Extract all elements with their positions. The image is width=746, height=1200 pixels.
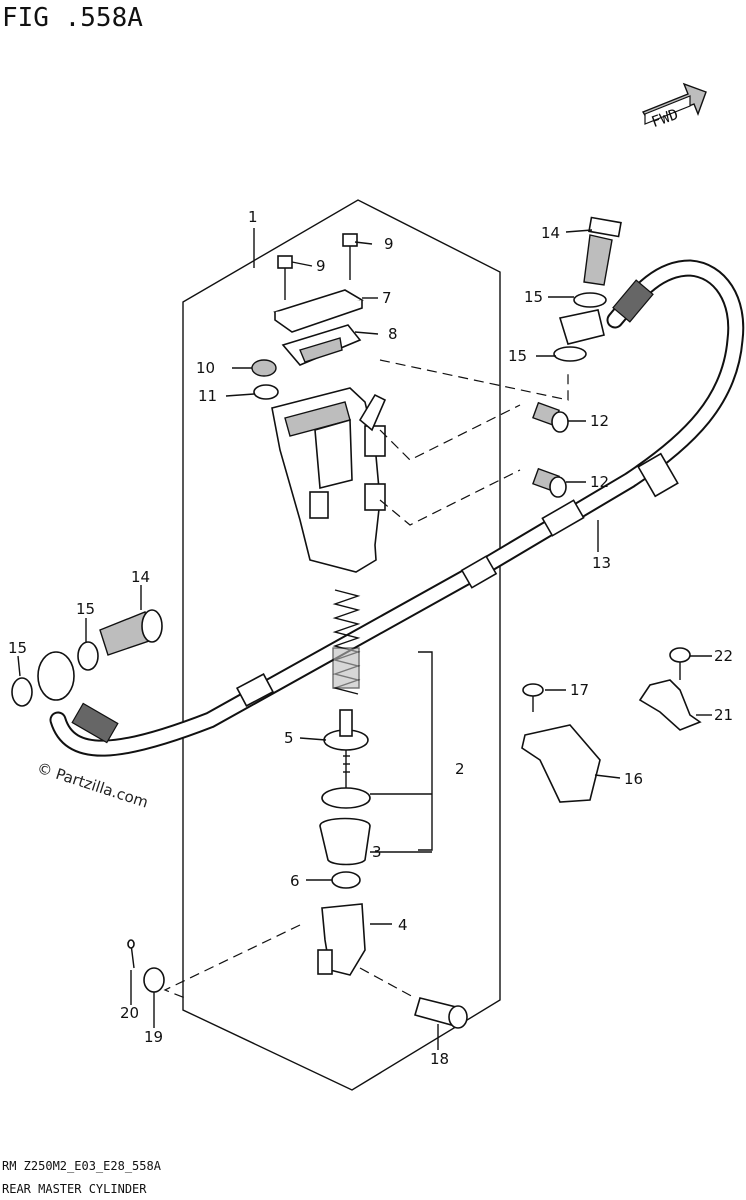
callout-17: 17 — [570, 681, 589, 699]
washer-15a — [573, 292, 607, 308]
banjo-fitting-lower — [37, 651, 75, 701]
clamp-16 — [521, 724, 601, 803]
nut-6 — [331, 871, 361, 889]
connector-lines — [163, 359, 569, 999]
callout-13: 13 — [592, 554, 611, 572]
callout-14b: 14 — [131, 568, 150, 586]
figure-id: FIG .558A — [2, 3, 143, 33]
callout-18: 18 — [430, 1050, 449, 1068]
callout-9b: 9 — [384, 235, 394, 253]
bracket-2 — [418, 651, 433, 851]
callout-4: 4 — [398, 916, 408, 934]
pin-18 — [414, 997, 468, 1029]
piston-spring — [332, 589, 361, 695]
callout-22: 22 — [714, 647, 733, 665]
callout-14a: 14 — [541, 224, 560, 242]
washer-15c — [77, 641, 99, 671]
callout-15c: 15 — [76, 600, 95, 618]
clamp-21 — [638, 679, 702, 731]
callout-8: 8 — [388, 325, 398, 343]
callout-11: 11 — [198, 387, 217, 405]
screw-22 — [669, 647, 691, 680]
footer-code: RM Z250M2_E03_E28_558A — [2, 1159, 162, 1173]
banjo-fitting-upper — [558, 309, 605, 345]
callout-21: 21 — [714, 706, 733, 724]
oring-11 — [253, 384, 279, 400]
washer-15d — [11, 677, 33, 707]
callout-1: 1 — [248, 208, 258, 226]
callout-12a: 12 — [590, 412, 609, 430]
reservoir-cap — [273, 289, 364, 333]
banjo-bolt-14-upper — [583, 216, 622, 286]
callout-9a: 9 — [316, 257, 326, 275]
callout-15a: 15 — [524, 288, 543, 306]
footer-title: REAR MASTER CYLINDER — [2, 1182, 147, 1196]
callout-15d: 15 — [8, 639, 27, 657]
boot-3 — [319, 817, 371, 866]
callout-19: 19 — [144, 1028, 163, 1046]
washer-15b — [553, 346, 587, 362]
callout-15b: 15 — [508, 347, 527, 365]
diaphragm — [281, 324, 362, 366]
circlip — [321, 787, 371, 809]
watermark-text: © Partzilla.com — [35, 759, 151, 812]
washer-19 — [143, 967, 165, 993]
bolt-12a — [532, 401, 569, 433]
cap-10 — [251, 359, 277, 377]
callout-6: 6 — [290, 872, 300, 890]
callout-3: 3 — [372, 843, 382, 861]
callout-5: 5 — [284, 729, 294, 747]
callout-16: 16 — [624, 770, 643, 788]
callout-20: 20 — [120, 1004, 139, 1022]
master-cylinder-body — [271, 387, 387, 573]
fwd-arrow-icon: FWD — [641, 82, 707, 131]
screw-9a — [277, 255, 293, 300]
screw-17 — [522, 683, 544, 712]
leader-lines — [17, 228, 712, 1050]
callout-10: 10 — [196, 359, 215, 377]
callout-7: 7 — [382, 289, 392, 307]
bolt-12b — [532, 467, 567, 498]
callout-2: 2 — [455, 760, 465, 778]
banjo-bolt-14-lower — [99, 609, 163, 656]
cotter-pin-20 — [127, 939, 135, 969]
push-rod — [323, 709, 369, 790]
assembly-outline — [182, 199, 501, 1091]
screw-9b — [342, 233, 358, 280]
callout-12b: 12 — [590, 473, 609, 491]
brake-hose — [49, 259, 745, 757]
